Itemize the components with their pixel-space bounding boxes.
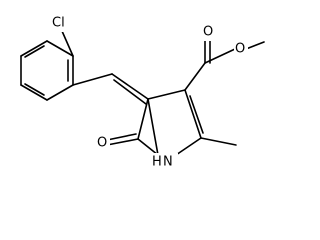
benzylidene-bond [72,73,113,86]
ring-bond [20,40,48,57]
molecule-diagram: Cl O O O H N [20,14,265,171]
ring-bond [137,98,149,140]
chlorine-bond [61,30,74,57]
ring-bond [46,40,74,57]
ester-carbonyl-oxygen-label: O [203,25,213,40]
ring-bond [137,138,159,156]
ring-double-bond [24,45,45,58]
carbonyl-bond-second-line [106,133,137,141]
methyl-bond [200,137,237,146]
lactam-oxygen-label: O [97,136,107,151]
ester-ether-oxygen-halo [234,40,248,58]
ring-bond [46,84,74,101]
ring-bond [147,89,186,100]
chlorine-label: Cl [52,16,65,31]
exocyclic-double-bond-second-line [113,79,147,105]
ring-bond [147,98,159,156]
chlorine-label-halo [50,14,76,32]
exocyclic-double-bond [111,73,149,100]
ester-carbon-bond [184,62,206,91]
carbonyl-bond [106,138,139,146]
lactam-oxygen-halo [96,134,110,152]
ester-oxygen-bond [204,48,236,64]
nitrogen-hydrogen-label: H [152,155,162,170]
ester-carbonyl-oxygen-halo [201,23,215,41]
ring-double-bond [189,95,204,134]
ester-methyl-bond [245,41,265,50]
nitrogen-label-halo [150,153,178,171]
benzene-ring [20,40,74,101]
ring-bond [184,89,202,139]
pyrrolinone-ring [137,89,204,158]
ring-bond [20,84,48,101]
ring-double-bond [24,83,45,96]
nitrogen-label: N [163,155,173,170]
ester-ether-oxygen-label: O [235,42,245,57]
